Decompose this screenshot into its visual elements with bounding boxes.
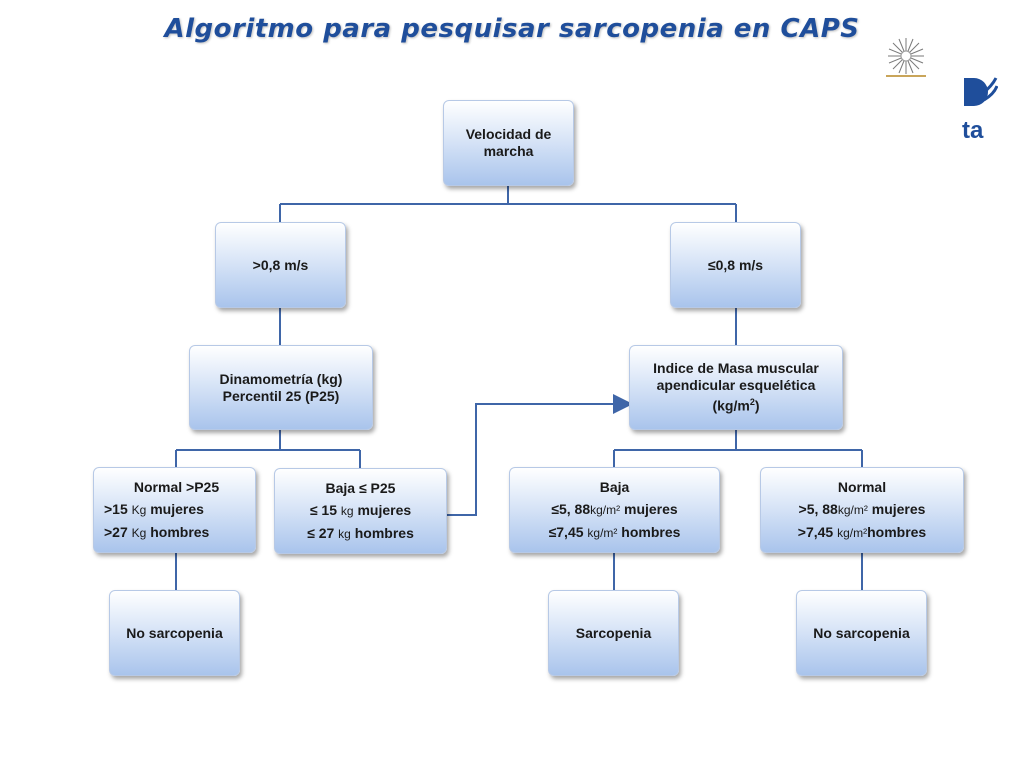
node-line: Indice de Masa muscular bbox=[653, 360, 819, 377]
node-line: ≤ 15 kg mujeres bbox=[310, 499, 411, 522]
node-line: ≤ 27 kg hombres bbox=[307, 522, 414, 545]
value-text: >5, 88 bbox=[798, 501, 838, 517]
node-label: Sarcopenia bbox=[575, 624, 652, 641]
unit-text: kg/m² bbox=[587, 526, 618, 540]
node-line: ≤7,45 kg/m² hombres bbox=[549, 521, 681, 544]
value-text: ≤5, 88 bbox=[551, 501, 591, 517]
unit-text: Kg bbox=[131, 503, 147, 517]
institution-logo-icon: ta bbox=[962, 77, 998, 142]
node-line: (kg/m2) bbox=[712, 394, 759, 415]
node-line: Velocidad de bbox=[465, 126, 552, 142]
connector-arrow-lowgrip-imm bbox=[447, 394, 633, 516]
value-text: ≤7,45 bbox=[548, 524, 588, 540]
node-line: >7,45 kg/m²hombres bbox=[798, 521, 926, 544]
value-text: ≤ 27 bbox=[307, 525, 339, 541]
unit-text: ) bbox=[754, 397, 760, 414]
node-title: Baja bbox=[599, 479, 630, 495]
value-text: >7,45 bbox=[797, 524, 838, 540]
node-grip-low: Baja ≤ P25 ≤ 15 kg mujeres ≤ 27 kg hombr… bbox=[274, 468, 447, 554]
unit-text: Kg bbox=[131, 526, 147, 540]
connector-imm-split bbox=[613, 430, 863, 467]
group-text: mujeres bbox=[146, 501, 204, 517]
group-text: hombres bbox=[867, 524, 927, 540]
logo-text: ta bbox=[962, 117, 984, 142]
connector-dyna-split bbox=[175, 430, 361, 468]
node-line: >27 Kg hombres bbox=[100, 521, 209, 544]
node-line: marcha bbox=[483, 143, 534, 159]
unit-text: kg bbox=[338, 527, 351, 541]
node-line: Dinamometría (kg) bbox=[219, 370, 343, 387]
node-mass-low: Baja ≤5, 88kg/m² mujeres ≤7,45 kg/m² hom… bbox=[509, 467, 720, 553]
unit-text: kg/m² bbox=[837, 503, 868, 517]
unit-text: kg bbox=[340, 504, 354, 518]
group-text: mujeres bbox=[620, 501, 678, 517]
node-line: >5, 88kg/m² mujeres bbox=[799, 498, 926, 521]
page-title: Algoritmo para pesquisar sarcopenia en C… bbox=[164, 14, 860, 44]
node-line: apendicular esquelética bbox=[656, 377, 816, 394]
node-muscle-mass-index: Indice de Masa muscular apendicular esqu… bbox=[629, 345, 843, 430]
node-grip-normal: Normal >P25 >15 Kg mujeres >27 Kg hombre… bbox=[93, 467, 256, 553]
node-line: Percentil 25 (P25) bbox=[222, 387, 340, 404]
node-title: Baja ≤ P25 bbox=[325, 480, 396, 496]
node-speed-slow: ≤0,8 m/s bbox=[670, 222, 801, 308]
node-label: >0,8 m/s bbox=[252, 256, 309, 273]
unit-text: kg/m² bbox=[837, 526, 868, 540]
unit-text: (kg/m bbox=[712, 397, 750, 414]
unit-text: kg/m² bbox=[590, 503, 621, 517]
value-text: ≤ 15 bbox=[309, 502, 341, 518]
node-line: ≤5, 88kg/m² mujeres bbox=[551, 498, 677, 521]
value-text: >27 bbox=[104, 524, 132, 540]
group-text: mujeres bbox=[867, 501, 926, 517]
group-text: hombres bbox=[146, 524, 210, 540]
group-text: hombres bbox=[350, 525, 414, 541]
value-text: >15 bbox=[104, 501, 132, 517]
node-label: No sarcopenia bbox=[126, 624, 223, 641]
node-line: >15 Kg mujeres bbox=[100, 498, 204, 521]
node-title: Normal bbox=[837, 479, 887, 495]
node-speed-fast: >0,8 m/s bbox=[215, 222, 346, 308]
group-text: hombres bbox=[617, 524, 681, 540]
node-outcome-no-sarcopenia-left: No sarcopenia bbox=[109, 590, 240, 676]
node-outcome-sarcopenia: Sarcopenia bbox=[548, 590, 679, 676]
node-dynamometry: Dinamometría (kg) Percentil 25 (P25) bbox=[189, 345, 373, 430]
node-outcome-no-sarcopenia-right: No sarcopenia bbox=[796, 590, 927, 676]
node-label: No sarcopenia bbox=[813, 624, 910, 641]
sun-logo-icon bbox=[886, 38, 926, 77]
node-mass-normal: Normal >5, 88kg/m² mujeres >7,45 kg/m²ho… bbox=[760, 467, 964, 553]
node-walking-speed: Velocidad de marcha bbox=[443, 100, 574, 186]
node-title: Normal >P25 bbox=[133, 479, 220, 495]
node-label: ≤0,8 m/s bbox=[707, 256, 764, 273]
connector-root bbox=[279, 186, 737, 222]
group-text: mujeres bbox=[353, 502, 412, 518]
superscript: 2 bbox=[749, 397, 755, 408]
